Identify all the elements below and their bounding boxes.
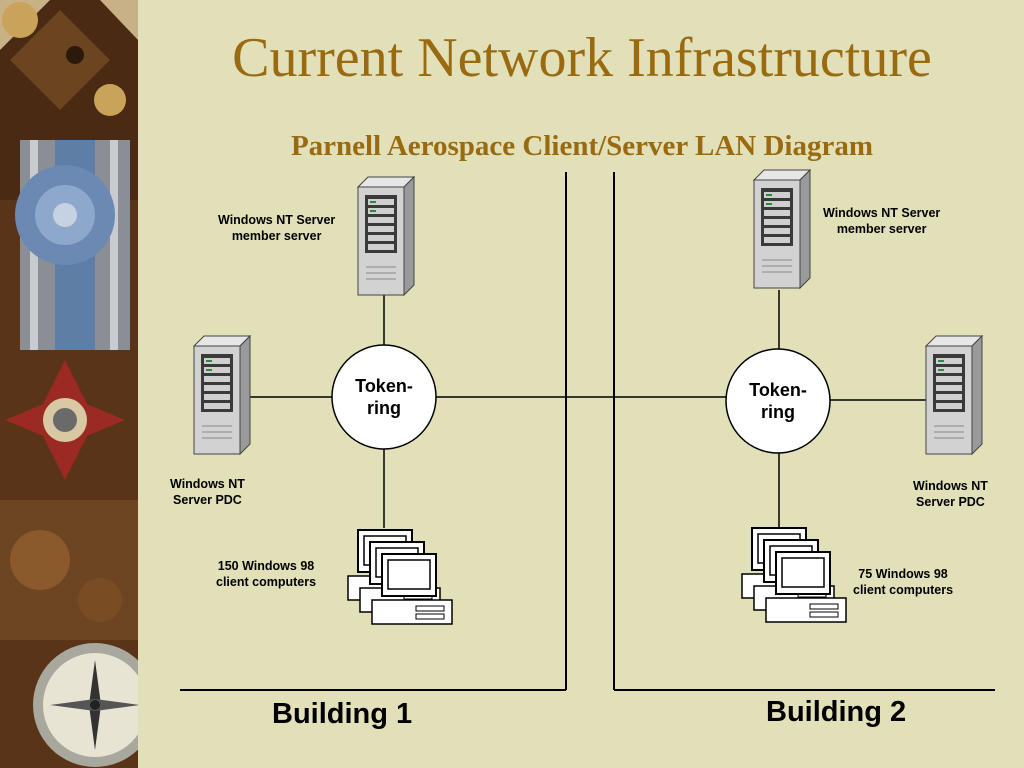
b2-pdc-server-icon — [925, 335, 983, 455]
medal-cross — [5, 360, 125, 480]
ribbon — [15, 140, 130, 350]
b2-client-computers-icon — [742, 528, 846, 622]
b2-member-server-icon — [753, 169, 811, 289]
b2-clients-label: 75 Windows 98 client computers — [853, 567, 954, 597]
building1-label: Building 1 — [272, 698, 413, 730]
checker-pattern — [0, 0, 138, 200]
b2-pdc-label: Windows NT Server PDC — [913, 479, 988, 509]
leather-texture — [0, 500, 138, 640]
building2-label: Building 2 — [766, 696, 907, 728]
b2-token-ring-label: Token- ring — [749, 380, 807, 422]
b1-client-computers-icon — [348, 530, 452, 624]
b1-token-ring-label: Token- ring — [355, 376, 413, 418]
b1-pdc-label: Windows NT Server PDC — [170, 477, 245, 507]
decorative-sidebar — [0, 0, 138, 768]
b2-token-ring — [725, 348, 831, 454]
slide-title: Current Network Infrastructure — [232, 27, 932, 89]
compass-icon — [33, 643, 138, 767]
b1-member-server-label: Windows NT Server member server — [218, 213, 336, 243]
slide-subtitle: Parnell Aerospace Client/Server LAN Diag… — [290, 130, 874, 162]
b1-token-ring — [331, 344, 437, 450]
b1-clients-label: 150 Windows 98 client computers — [216, 559, 317, 589]
b2-member-server-label: Windows NT Server member server — [823, 206, 941, 236]
b1-member-server-icon — [357, 176, 415, 296]
b1-pdc-server-icon — [193, 335, 251, 455]
